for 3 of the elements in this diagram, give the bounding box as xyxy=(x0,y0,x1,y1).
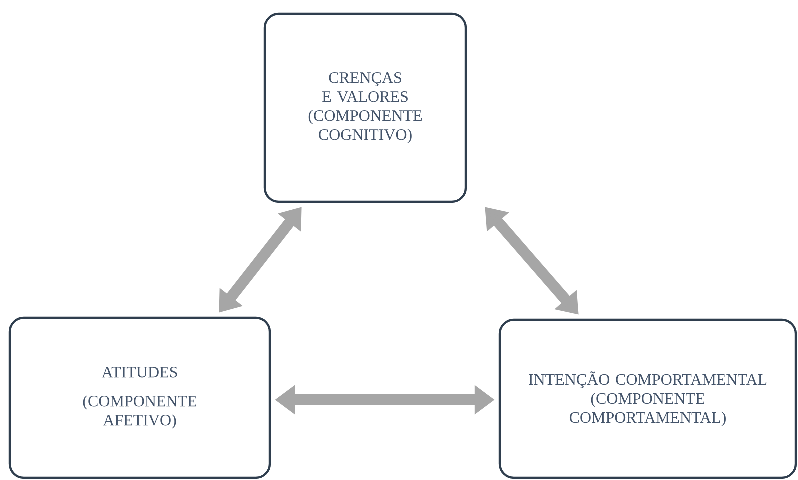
text-box: INTENÇÃO COMPORTAMENTAL (COMPONENTE COMPORTAMENTAL) xyxy=(498,318,798,480)
text-box: CRENÇAS E VALORES (COMPONENTE COGNITIVO) xyxy=(264,12,468,204)
text-box: ATITUDES (COMPONENTE AFETIVO) xyxy=(8,316,272,480)
